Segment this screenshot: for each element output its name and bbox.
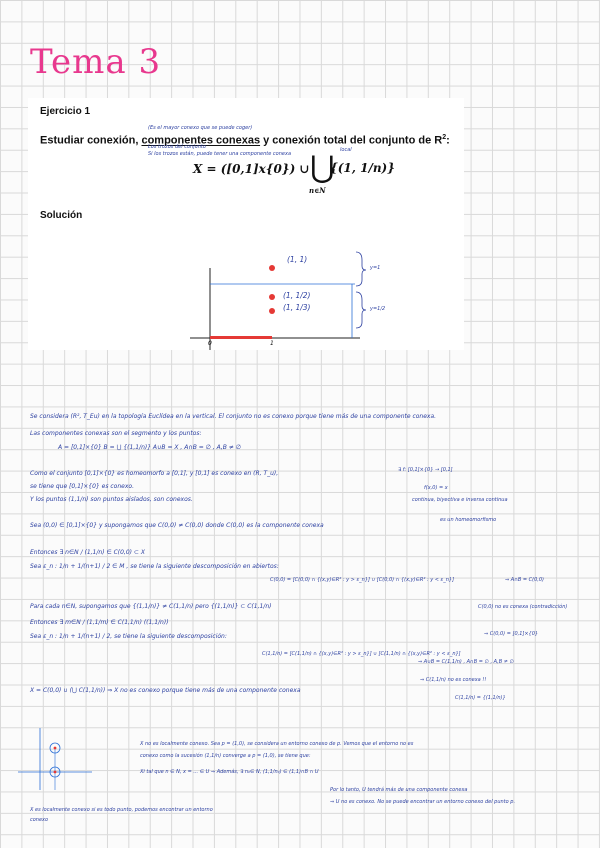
point-1-third <box>269 308 275 314</box>
right-note-5: ⇒ A∩B = C(0,0) <box>505 577 545 583</box>
note-line-5: se tiene que [0,1]×{0} es conexo. <box>30 483 134 490</box>
note-line-7: Sea (0,0) ∈ [0,1]×{0} y supongamos que C… <box>30 522 324 529</box>
right-note-10: C(1,1/n) = {(1,1/n)} <box>455 695 506 701</box>
mini-point-top <box>53 746 57 750</box>
brace-mid <box>355 291 367 329</box>
page-title: Tema 3 <box>30 42 162 82</box>
label-point-mid: (1, 1/2) <box>283 291 311 300</box>
exercise-label: Ejercicio 1 <box>40 106 91 117</box>
bottom-note-4: X es localmente conexo si es todo punto,… <box>30 807 213 813</box>
bottom-note-5: conexo <box>30 817 49 823</box>
note-line-10: C(0,0) = [C(0,0) ∩ {(x,y)∈R² : y > ε_n}]… <box>270 577 455 583</box>
brace-label-top: y=1 <box>370 265 381 271</box>
margin-note-3: Si los trozos están, puede tener una com… <box>148 151 292 157</box>
formula-right: {(1, 1/n)} <box>330 161 395 175</box>
right-note-7: ⇒ C(0,0) = [0,1]×{0} <box>484 631 539 637</box>
note-line-11: Para cada n∈N, supongamos que {(1,1/n)} … <box>30 603 272 610</box>
statement-exponent: 2 <box>442 134 447 141</box>
bottom-note-3: Xi tal que n ∈ N, x = ... ∈ U ⇒ Además, … <box>140 769 319 775</box>
bottom-note-6: Por lo tanto, U tendrá más de una compon… <box>330 787 468 793</box>
right-note-8: ⇒ A∪B = C(1,1/n) , A∩B = ∅ , A,B ≠ ∅ <box>418 659 514 665</box>
exercise-card: Ejercicio 1 Estudiar conexión, component… <box>28 98 464 350</box>
above-note: local <box>340 147 352 153</box>
margin-note-2: Los trozos del conjunto <box>148 144 206 150</box>
label-point-top: (1, 1) <box>287 255 308 264</box>
statement-prefix: Estudiar conexión, <box>40 134 142 147</box>
formula-left: X = ([0,1]x{0}) ∪ <box>193 162 310 176</box>
point-1-half <box>269 294 275 300</box>
bottom-note-1: X no es localmente conexo. Sea p = (1,0)… <box>140 741 414 747</box>
bottom-note-2: conexo como la sucesión (1,1/n) converge… <box>140 753 311 759</box>
x-label-one: 1 <box>270 340 274 347</box>
right-note-9: ⇒ C(1,1/n) no es conexa !! <box>420 677 487 683</box>
note-line-1: Se considera (R², T_Eu) en la topología … <box>30 413 437 420</box>
note-line-14: C(1,1/n) = [C(1,1/n) ∩ {(x,y)∈R² : y > ε… <box>262 651 461 657</box>
statement-suffix: y conexión total del conjunto de R <box>260 134 443 147</box>
note-line-3: A = [0,1]×{0} B = ⋃ {(1,1/n)} A∪B = X , … <box>58 444 241 451</box>
brace-label-mid: y=1/2 <box>370 306 386 312</box>
right-note-3: continua, biyectiva e inversa continua <box>412 497 508 503</box>
statement-end: : <box>446 134 450 147</box>
union-symbol: ⋃ <box>310 150 335 185</box>
note-line-15: X = C(0,0) ∪ (⋃ C(1,1/n)) ⇒ X no es cone… <box>30 687 301 694</box>
solution-label: Solución <box>40 210 83 221</box>
note-line-13: Sea ε_n : 1/n + 1/(n+1) / 2, se tiene la… <box>30 633 227 640</box>
right-note-2: f(x,0) = x <box>424 485 448 491</box>
note-line-9: Sea ε_n : 1/n + 1/(n+1) / 2 ∈ M , se tie… <box>30 563 279 570</box>
statement-underlined: componentes conexas <box>141 134 261 147</box>
note-line-6: Y los puntos (1,1/n) son puntos aislados… <box>30 496 193 503</box>
origin-label: 0 <box>208 340 212 347</box>
note-line-4: Como el conjunto [0,1]×{0} es homeomorfo… <box>30 470 279 477</box>
point-1-1 <box>269 265 275 271</box>
margin-note-1: (Es el mayor conexo que se puede coger) <box>148 125 253 131</box>
label-point-low: (1, 1/3) <box>283 303 311 312</box>
right-note-4: es un homeomorfismo <box>440 517 497 523</box>
note-line-2: Las componentes conexas son el segmento … <box>30 430 202 437</box>
mini-point-bottom <box>53 770 57 774</box>
right-note-1: ∃ f: [0,1]×{0} → [0,1] <box>398 467 453 473</box>
note-line-12: Entonces ∃ m∈N / (1,1/m) ∈ C(1,1/n) ((1,… <box>30 619 169 626</box>
exercise-statement: Estudiar conexión, componentes conexas y… <box>40 134 450 147</box>
note-line-8: Entonces ∃ n∈N / (1,1/n) ∈ C(0,0) ⊂ X <box>30 549 145 556</box>
bottom-note-7: ⇒ U no es conexo. No se puede encontrar … <box>330 799 516 805</box>
brace-top <box>355 251 367 287</box>
union-index: n∈N <box>309 186 326 195</box>
right-note-6: C(0,0) no es conexa (contradicción) <box>478 604 568 610</box>
